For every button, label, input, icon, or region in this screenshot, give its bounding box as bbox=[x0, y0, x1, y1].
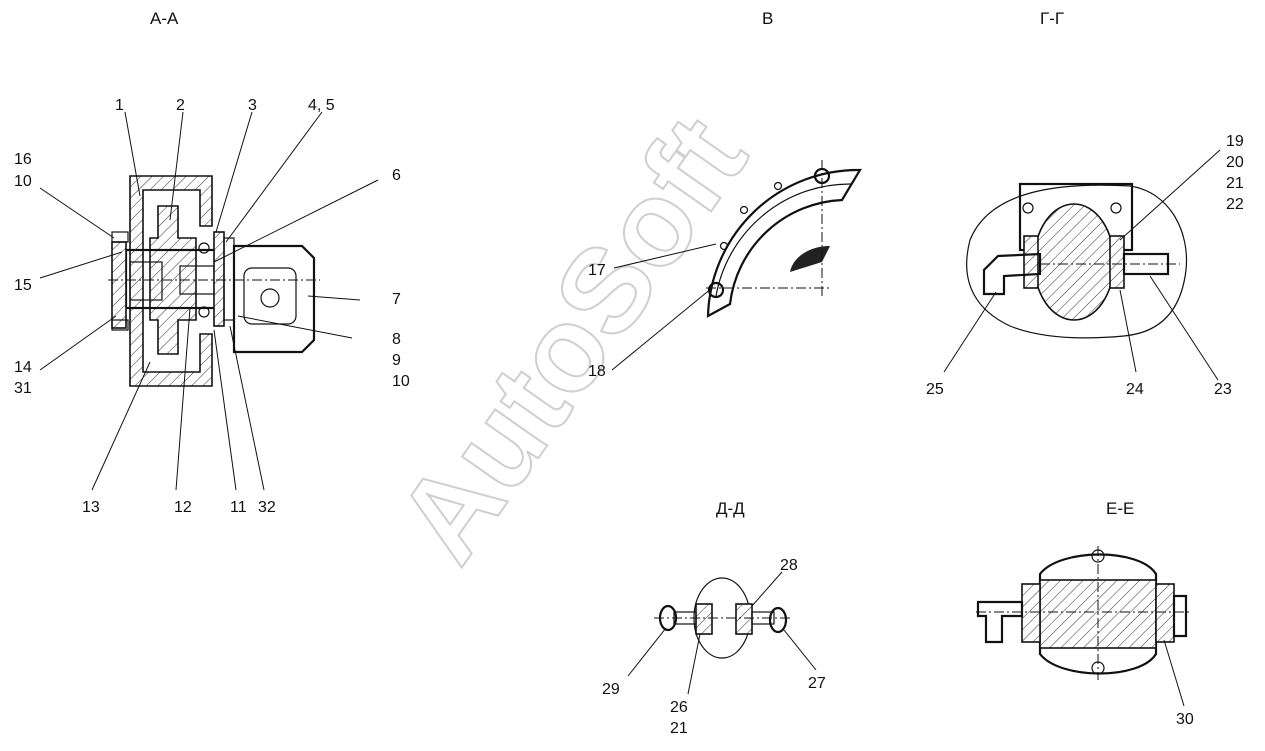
label-12: 12 bbox=[174, 499, 192, 516]
watermark: AutoSoft bbox=[372, 93, 772, 585]
label-3: 3 bbox=[248, 97, 257, 114]
label-7: 7 bbox=[392, 291, 401, 308]
bracket-hole-left bbox=[1022, 202, 1034, 214]
label-9: 9 bbox=[392, 352, 401, 369]
label-26: 26 bbox=[670, 699, 688, 716]
ee-right-block bbox=[1155, 583, 1175, 643]
label-6: 6 bbox=[392, 167, 401, 184]
motor-port bbox=[260, 288, 280, 308]
view-v: В 17 18 bbox=[588, 9, 862, 380]
view-v-title: В bbox=[762, 9, 773, 28]
label-18: 18 bbox=[588, 363, 606, 380]
label-19: 19 bbox=[1226, 133, 1244, 150]
label-4-5: 4, 5 bbox=[308, 97, 335, 114]
shaft-section bbox=[1033, 203, 1115, 321]
label-31: 31 bbox=[14, 380, 32, 397]
dd-block-left bbox=[695, 603, 713, 635]
label-23: 23 bbox=[1214, 381, 1232, 398]
shaft-bore bbox=[129, 261, 163, 301]
bearing-bottom bbox=[198, 306, 210, 318]
view-d-d: Д-Д 28 29 26 21 27 bbox=[602, 499, 826, 737]
label-22: 22 bbox=[1226, 196, 1244, 213]
label-32: 32 bbox=[258, 499, 276, 516]
label-14: 14 bbox=[14, 359, 32, 376]
label-1: 1 bbox=[115, 97, 124, 114]
break-outline bbox=[966, 184, 1188, 339]
housing bbox=[129, 175, 213, 387]
label-17: 17 bbox=[588, 262, 606, 279]
cutout bbox=[790, 245, 830, 272]
bearing-top bbox=[198, 242, 210, 254]
bracket-hole-right bbox=[1110, 202, 1122, 214]
label-27: 27 bbox=[808, 675, 826, 692]
label-28: 28 bbox=[780, 557, 798, 574]
ee-cap-right bbox=[1172, 594, 1188, 638]
label-2: 2 bbox=[176, 97, 185, 114]
dd-eye-right bbox=[768, 606, 788, 634]
label-13: 13 bbox=[82, 499, 100, 516]
motor-body bbox=[232, 244, 316, 354]
ee-left-block bbox=[1021, 583, 1041, 643]
left-fitting bbox=[1023, 235, 1039, 289]
right-flange bbox=[213, 231, 225, 327]
view-g-g-title: Г-Г bbox=[1040, 9, 1064, 28]
label-16: 16 bbox=[14, 151, 32, 168]
label-20: 20 bbox=[1226, 154, 1244, 171]
label-15: 15 bbox=[14, 277, 32, 294]
label-21: 21 bbox=[1226, 175, 1244, 192]
hole-small-1 bbox=[773, 181, 783, 191]
label-25: 25 bbox=[926, 381, 944, 398]
gear bbox=[149, 205, 197, 355]
bolt-bottom bbox=[111, 319, 129, 331]
bolt-top bbox=[111, 231, 129, 243]
view-a-a-title: А-А bbox=[150, 9, 179, 28]
adapter-plate bbox=[223, 237, 235, 321]
label-29: 29 bbox=[602, 681, 620, 698]
label-10-left: 10 bbox=[14, 173, 32, 190]
ee-body bbox=[1038, 553, 1158, 675]
view-e-e: Е-Е 30 bbox=[976, 499, 1194, 728]
sector-inner bbox=[729, 199, 843, 305]
label-11: 11 bbox=[230, 499, 247, 516]
view-a-a: А-А 1 2 bbox=[14, 9, 410, 516]
sector-rib bbox=[715, 183, 853, 297]
label-30: 30 bbox=[1176, 711, 1194, 728]
right-fitting bbox=[1109, 235, 1125, 289]
motor-flange bbox=[243, 267, 297, 325]
view-g-g: Г-Г 19 20 21 22 23 24 25 bbox=[926, 9, 1244, 398]
label-8: 8 bbox=[392, 331, 401, 348]
label-24: 24 bbox=[1126, 381, 1144, 398]
dd-block-right bbox=[735, 603, 753, 635]
view-d-d-title: Д-Д bbox=[716, 499, 745, 518]
view-e-e-title: Е-Е bbox=[1106, 499, 1134, 518]
label-10-right: 10 bbox=[392, 373, 410, 390]
hole-small-3 bbox=[719, 241, 729, 251]
hole-small-2 bbox=[739, 205, 749, 215]
label-21-dd: 21 bbox=[670, 720, 688, 737]
ee-pipe-left bbox=[976, 600, 1024, 644]
